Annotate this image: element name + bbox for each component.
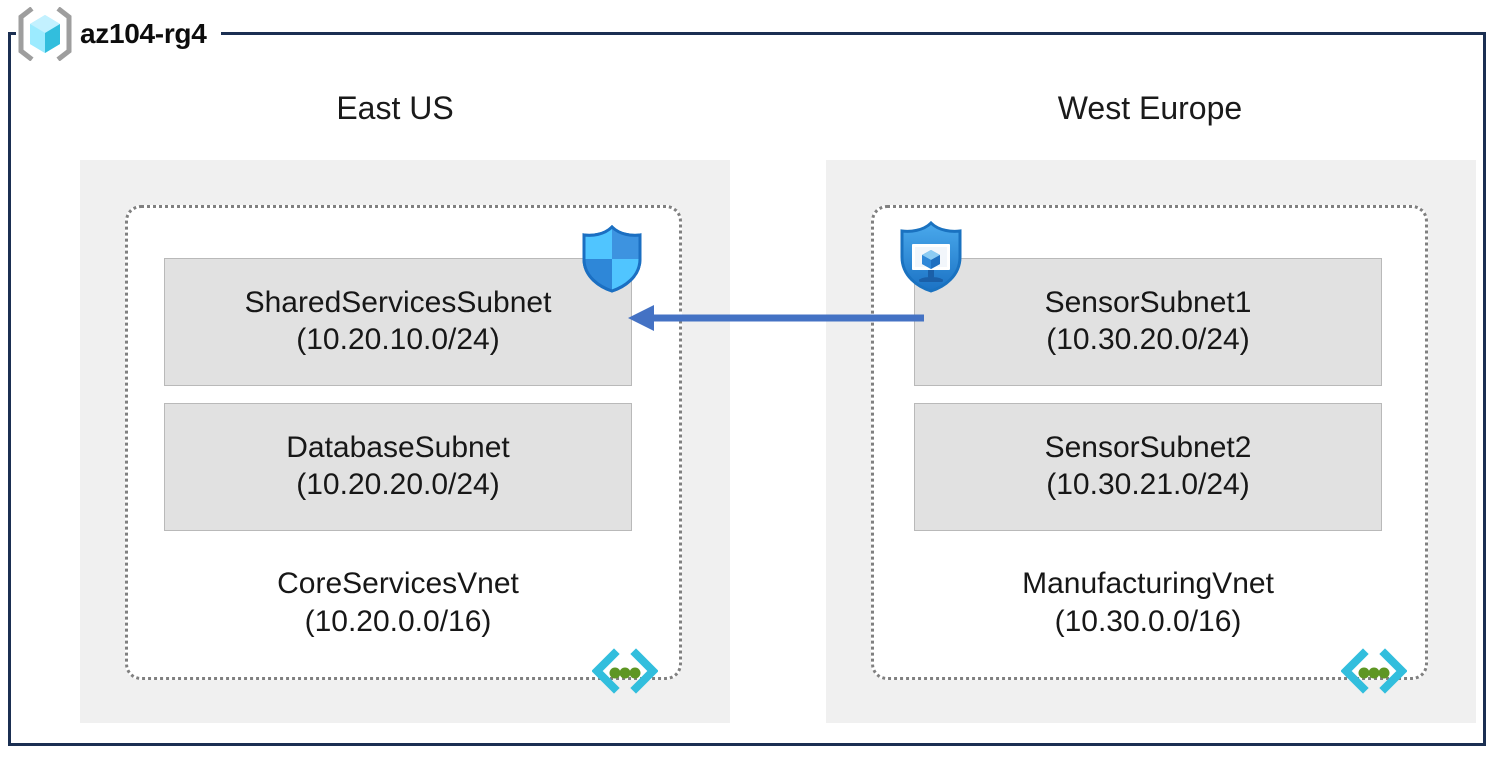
- subnet-cidr: (10.30.20.0/24): [1046, 323, 1250, 356]
- region-label-west-europe: West Europe: [1057, 90, 1243, 126]
- vnet-icon[interactable]: [1340, 648, 1408, 694]
- vnet-cidr: (10.20.0.0/16): [304, 604, 492, 638]
- subnet-name: SensorSubnet2: [1044, 431, 1252, 465]
- vnet-icon[interactable]: [591, 648, 659, 694]
- vnet-cidr: (10.30.0.0/16): [1054, 604, 1242, 638]
- vnet-name: ManufacturingVnet: [1022, 567, 1274, 600]
- vnet-caption-manufacturingvnet: ManufacturingVnet (10.30.0.0/16): [914, 565, 1382, 640]
- subnet-name: SensorSubnet1: [1044, 286, 1252, 320]
- subnet-sensorsubnet1[interactable]: SensorSubnet1 (10.30.20.0/24): [914, 258, 1382, 386]
- subnet-cidr: (10.20.20.0/24): [296, 468, 500, 501]
- resource-group-cube-icon: [16, 6, 74, 62]
- subnet-databasesubnet[interactable]: DatabaseSubnet (10.20.20.0/24): [164, 403, 632, 531]
- subnet-name: SharedServicesSubnet: [244, 286, 552, 320]
- vnet-name: CoreServicesVnet: [277, 567, 519, 600]
- region-label-east-us: East US: [336, 90, 454, 126]
- resource-group-title: az104-rg4: [16, 6, 221, 62]
- vnet-peering-arrow[interactable]: [624, 300, 924, 336]
- shield-monitor-icon[interactable]: [896, 220, 966, 294]
- vnet-caption-coreservicesvnet: CoreServicesVnet (10.20.0.0/16): [164, 565, 632, 640]
- resource-group-name: az104-rg4: [80, 18, 207, 49]
- subnet-cidr: (10.30.21.0/24): [1046, 468, 1250, 501]
- resource-group-frame: [8, 32, 1486, 746]
- subnet-name: DatabaseSubnet: [286, 431, 510, 465]
- subnet-sharedservicessubnet[interactable]: SharedServicesSubnet (10.20.10.0/24): [164, 258, 632, 386]
- subnet-sensorsubnet2[interactable]: SensorSubnet2 (10.30.21.0/24): [914, 403, 1382, 531]
- nsg-shield-icon[interactable]: [580, 224, 644, 293]
- subnet-cidr: (10.20.10.0/24): [296, 323, 500, 356]
